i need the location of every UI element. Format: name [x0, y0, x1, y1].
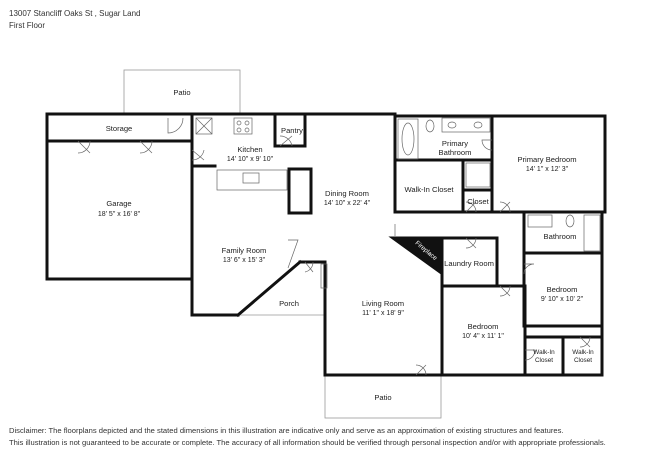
bedroom-b-dim: 10' 4" x 11' 1"	[462, 333, 504, 340]
family-closet	[287, 239, 299, 269]
primary-bath-label-2: Bathroom	[439, 148, 472, 157]
dining-label: Dining Room	[325, 189, 369, 198]
burner-icon-4	[244, 127, 250, 133]
porch-diagonal-wall	[235, 259, 303, 318]
pantry-wall	[273, 114, 307, 148]
garage-wall	[45, 112, 194, 281]
walkin-b-label-1: Walk-In	[572, 349, 594, 356]
entry-sidelight	[320, 263, 328, 289]
property-address: 13007 Stancliff Oaks St , Sugar Land	[9, 9, 141, 18]
bedroom-a-dim: 9' 10" x 10' 2"	[541, 296, 584, 303]
walkin-a-label-1: Walk-In	[533, 349, 555, 356]
stove-icon	[233, 117, 253, 135]
shower-icon	[465, 162, 491, 188]
patio-top-label: Patio	[173, 88, 190, 97]
walkin-door	[465, 201, 477, 213]
burner-icon-2	[244, 120, 250, 126]
burner-icon-3	[236, 127, 242, 133]
porch-label: Porch	[279, 299, 299, 308]
primary-bath-label-1: Primary	[442, 139, 468, 148]
kitchen-label: Kitchen	[237, 145, 262, 154]
primary-bed-dim: 14' 1" x 12' 3"	[526, 166, 569, 173]
walkin-b-label-2: Closet	[574, 357, 592, 364]
living-door	[415, 364, 427, 376]
disclaimer-line-2: This illustration is not guaranteed to b…	[9, 438, 606, 447]
kitchen-counter	[216, 169, 288, 191]
kitchen-door	[191, 149, 205, 161]
bath-tub-icon	[583, 214, 601, 252]
bathroom-label: Bathroom	[544, 232, 577, 241]
primary-bed-label: Primary Bedroom	[517, 155, 576, 164]
primary-bath-door	[481, 139, 493, 151]
dining-dim: 14' 10" x 22' 4"	[324, 200, 371, 207]
walkin-closet-label: Walk-In Closet	[404, 185, 454, 194]
bedroom-a-door	[523, 263, 535, 275]
dining-partition	[287, 167, 313, 215]
closet-label: Closet	[467, 197, 489, 206]
walkin-b-door	[579, 336, 591, 348]
fridge-icon	[195, 117, 213, 135]
entry-door	[304, 261, 314, 273]
laundry-door	[465, 237, 477, 249]
walkin-a-label-2: Closet	[535, 357, 553, 364]
sink-icon	[242, 172, 260, 184]
garage-door-swing-2	[139, 140, 153, 154]
garage-dim: 18' 5" x 16' 8"	[98, 211, 141, 218]
pantry-label: Pantry	[281, 126, 303, 135]
family-label: Family Room	[222, 246, 267, 255]
primary-bed-door	[499, 201, 511, 213]
toilet-icon	[425, 119, 435, 133]
laundry-label: Laundry Room	[444, 259, 494, 268]
walkin-a-door	[524, 349, 536, 361]
floor-label: First Floor	[9, 21, 45, 30]
vanity-icon	[441, 117, 491, 133]
bedroom-a-label: Bedroom	[547, 285, 578, 294]
bath-toilet-icon	[565, 214, 575, 228]
living-dim: 11' 1" x 18' 9"	[362, 310, 404, 317]
garage-label: Garage	[106, 199, 131, 208]
bedroom-b-wall	[440, 284, 527, 377]
garage-door-swing	[77, 140, 91, 154]
kitchen-dim: 14' 10" x 9' 10"	[227, 156, 274, 163]
living-label: Living Room	[362, 299, 404, 308]
disclaimer-line-1: Disclaimer: The floorplans depicted and …	[9, 426, 564, 435]
tub-icon	[397, 118, 419, 160]
bath-vanity-icon	[527, 214, 553, 228]
fireplace-wall	[388, 236, 442, 275]
bedroom-b-label: Bedroom	[468, 322, 499, 331]
family-dim: 13' 6" x 15' 3"	[223, 257, 266, 264]
burner-icon	[236, 120, 242, 126]
patio-bottom-label: Patio	[374, 393, 391, 402]
pantry-door	[279, 135, 293, 147]
bedroom-b-door	[499, 285, 511, 297]
storage-label: Storage	[106, 124, 133, 133]
storage-door	[167, 117, 184, 134]
